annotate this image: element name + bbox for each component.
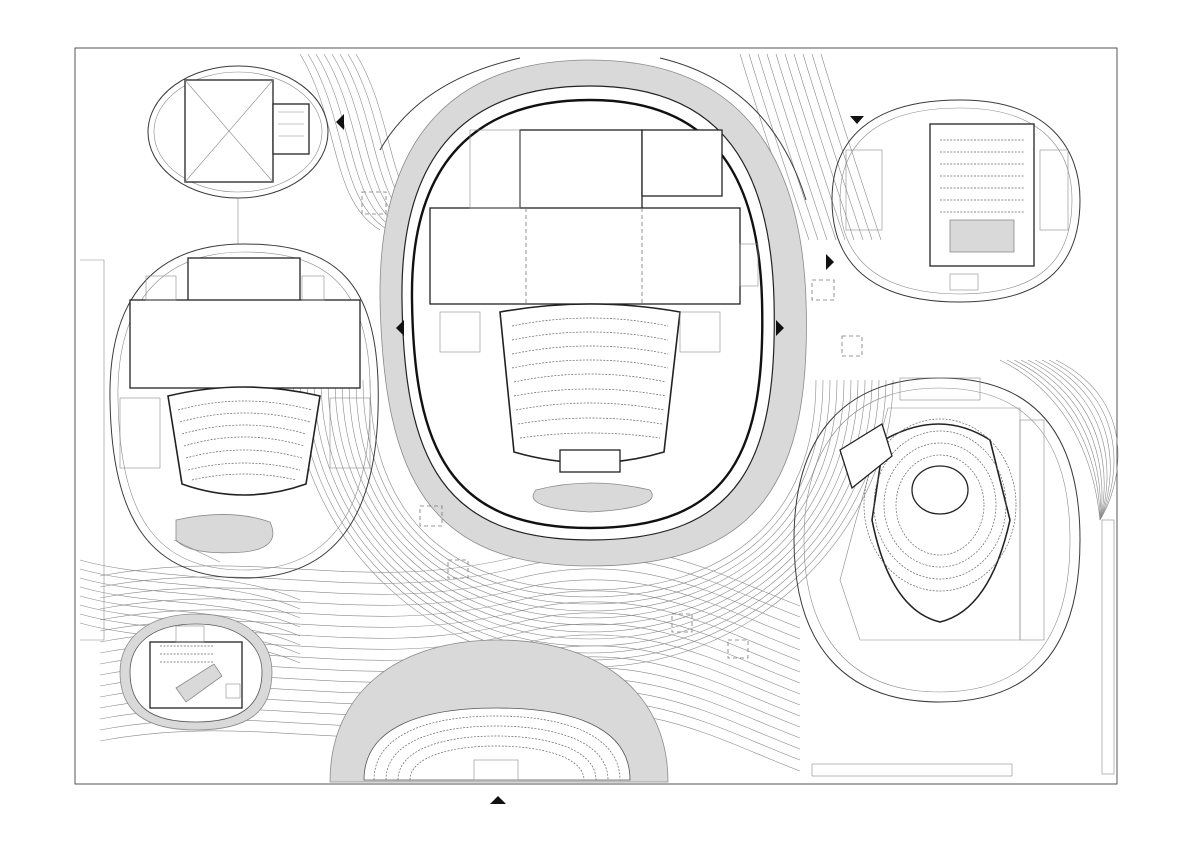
contour-line xyxy=(1041,359,1111,521)
contour-line xyxy=(79,586,301,628)
seating-concert xyxy=(940,139,1024,213)
contour-line xyxy=(99,557,801,618)
contour-line xyxy=(766,53,828,241)
edge-ribbons xyxy=(80,259,1115,777)
contour-line xyxy=(341,379,845,619)
site-markers xyxy=(361,191,863,659)
contour-line xyxy=(757,53,819,241)
entrance-arrow xyxy=(776,320,784,336)
contour-line xyxy=(334,379,852,626)
contour-line xyxy=(748,53,810,241)
entrance-arrow xyxy=(826,254,834,270)
contour-line xyxy=(313,379,873,647)
contour-line xyxy=(1013,359,1101,521)
contour-line xyxy=(1027,359,1105,521)
contour-line xyxy=(348,379,838,612)
grand-theatre xyxy=(379,57,807,567)
contour-line xyxy=(999,359,1101,521)
pavilion-top-left xyxy=(147,65,329,244)
contour-line xyxy=(1055,359,1119,521)
contour-line xyxy=(327,379,859,633)
entrance-arrows xyxy=(336,114,864,804)
main-stage xyxy=(429,207,741,305)
contour-line xyxy=(802,53,864,241)
contour-line xyxy=(79,595,301,637)
amphitheatre-bottom xyxy=(329,639,669,783)
stage xyxy=(129,299,361,389)
contour-line xyxy=(1034,359,1108,521)
seating-amphitheatre xyxy=(373,715,621,781)
contour-line xyxy=(793,53,855,241)
contour-line xyxy=(299,53,381,231)
theatre-right xyxy=(793,377,1081,703)
entrance-arrow xyxy=(850,116,864,124)
contour-line xyxy=(1048,359,1115,521)
pavilion-bottom-left xyxy=(119,613,273,731)
seating-main xyxy=(511,317,669,439)
entrance-arrow xyxy=(396,320,404,336)
entrance-arrow xyxy=(490,796,506,804)
contour-line xyxy=(306,379,880,654)
contour-line xyxy=(99,590,801,651)
contour-line xyxy=(784,53,846,241)
contour-line xyxy=(99,546,801,607)
contour-line xyxy=(355,379,831,605)
contour-line xyxy=(1020,359,1103,521)
contour-line xyxy=(775,53,837,241)
contour-line xyxy=(315,53,397,231)
main-stage-tower xyxy=(519,129,643,213)
drawing-frame xyxy=(74,47,1118,785)
contour-line xyxy=(79,577,301,619)
contour-line xyxy=(307,53,389,231)
contour-line xyxy=(79,568,301,610)
theatre-left xyxy=(109,243,379,579)
concert-hall-top-right xyxy=(831,99,1081,303)
contour-line xyxy=(820,53,882,241)
entrance-arrow xyxy=(336,114,344,130)
seating-arena xyxy=(863,418,1017,592)
seating-left xyxy=(177,400,313,481)
contour-line xyxy=(79,559,301,601)
contour-line xyxy=(99,568,801,629)
contour-line xyxy=(811,53,873,241)
contour-line xyxy=(1006,359,1101,521)
